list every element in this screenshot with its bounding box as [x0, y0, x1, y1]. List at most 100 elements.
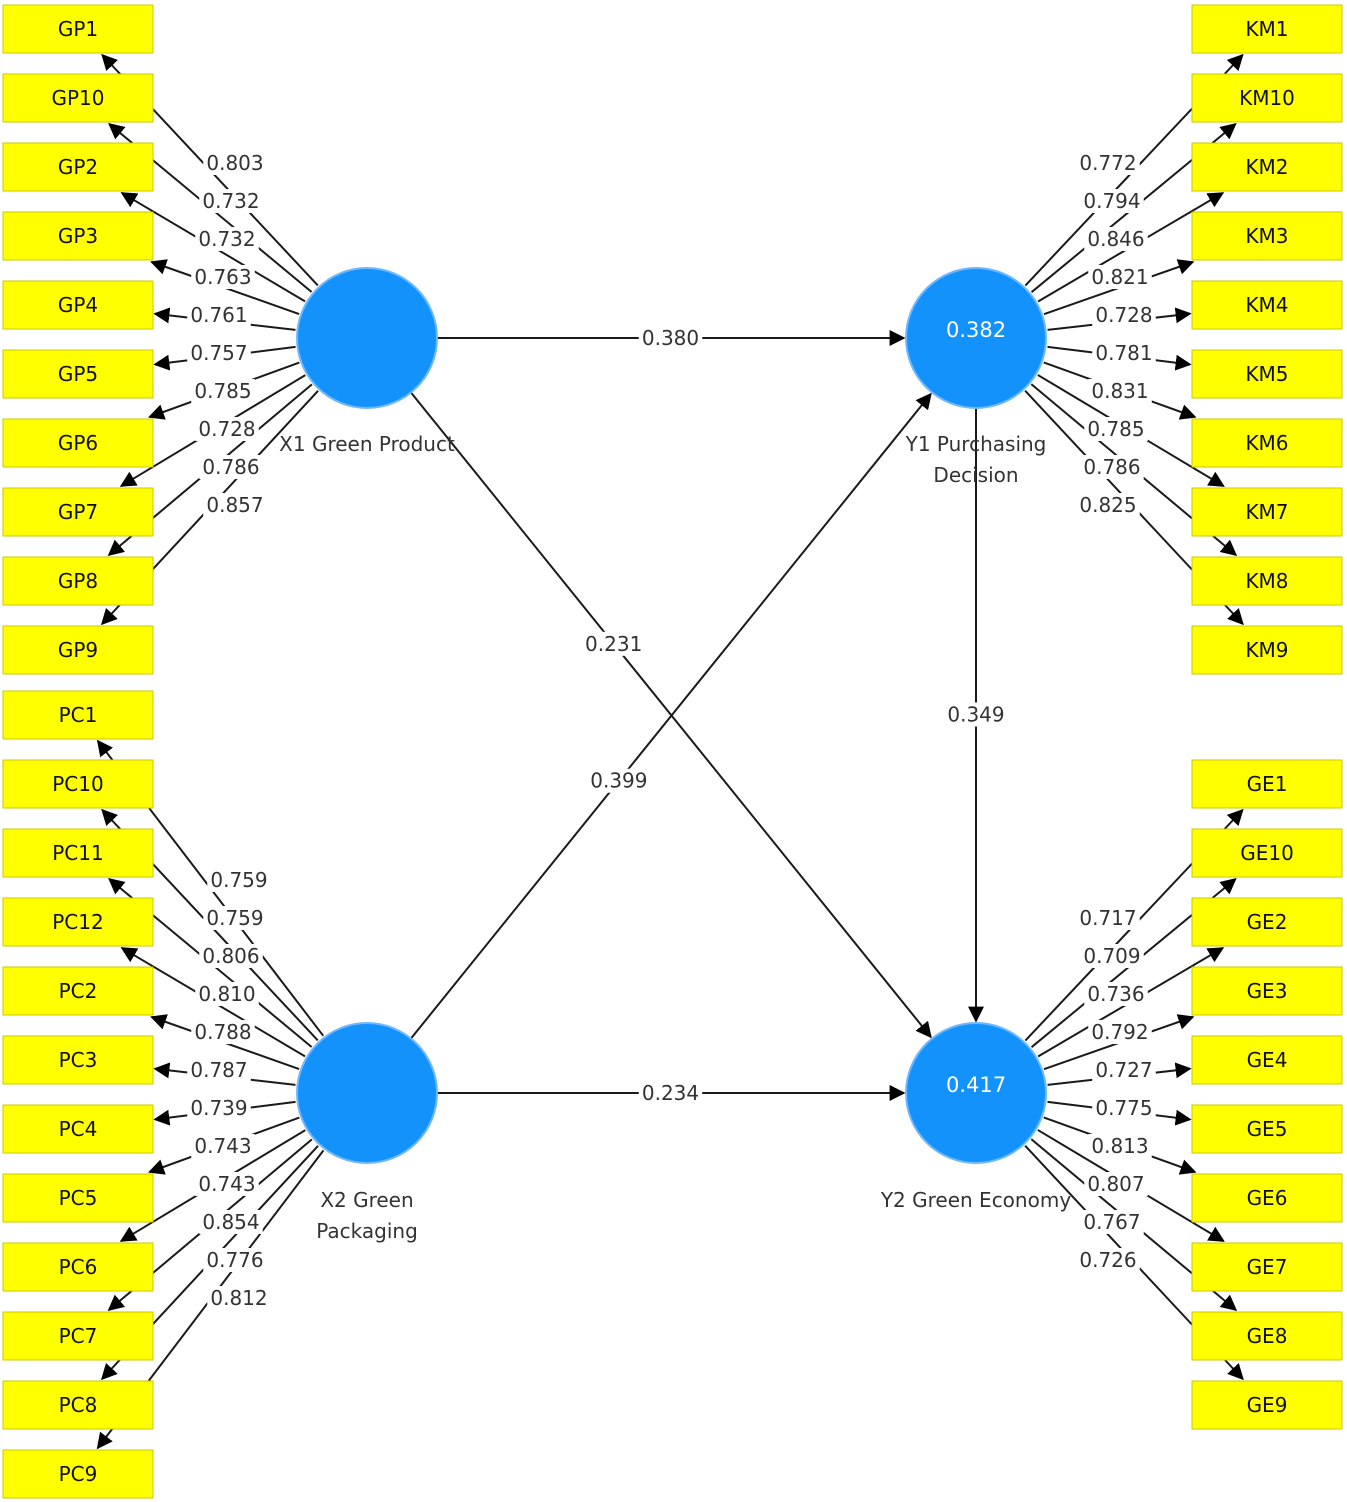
path-coefficient-x1-y1-bg [638, 326, 703, 350]
indicator-ge1[interactable]: GE1 [1191, 759, 1343, 809]
indicator-box[interactable] [2, 1242, 154, 1292]
indicator-box[interactable] [2, 1035, 154, 1085]
construct-circle[interactable] [296, 267, 438, 409]
indicator-gp4[interactable]: GP4 [2, 280, 154, 330]
indicator-gp6[interactable]: GP6 [2, 418, 154, 468]
indicator-label: GE2 [1247, 910, 1288, 934]
indicator-box[interactable] [2, 556, 154, 606]
indicator-ge3[interactable]: GE3 [1191, 966, 1343, 1016]
indicator-box[interactable] [2, 487, 154, 537]
indicator-gp8[interactable]: GP8 [2, 556, 154, 606]
indicator-pc10[interactable]: PC10 [2, 759, 154, 809]
indicator-box[interactable] [1191, 1104, 1343, 1154]
indicator-box[interactable] [1191, 1035, 1343, 1085]
indicator-box[interactable] [1191, 625, 1343, 675]
indicator-pc11[interactable]: PC11 [2, 828, 154, 878]
indicator-gp1[interactable]: GP1 [2, 4, 154, 54]
indicator-ge9[interactable]: GE9 [1191, 1380, 1343, 1430]
indicator-pc12[interactable]: PC12 [2, 897, 154, 947]
indicator-pc2[interactable]: PC2 [2, 966, 154, 1016]
indicator-ge2[interactable]: GE2 [1191, 897, 1343, 947]
construct-x1[interactable]: X1 Green Product [279, 267, 455, 456]
loading-value-ge2-bg [1084, 982, 1148, 1006]
indicator-box[interactable] [1191, 828, 1343, 878]
indicator-km5[interactable]: KM5 [1191, 349, 1343, 399]
indicator-gp9[interactable]: GP9 [2, 625, 154, 675]
indicator-box[interactable] [2, 73, 154, 123]
indicator-pc3[interactable]: PC3 [2, 1035, 154, 1085]
indicator-ge4[interactable]: GE4 [1191, 1035, 1343, 1085]
indicator-box[interactable] [1191, 966, 1343, 1016]
indicator-gp5[interactable]: GP5 [2, 349, 154, 399]
indicator-gp2[interactable]: GP2 [2, 142, 154, 192]
indicator-box[interactable] [2, 1380, 154, 1430]
indicator-box[interactable] [1191, 759, 1343, 809]
indicator-km8[interactable]: KM8 [1191, 556, 1343, 606]
indicator-box[interactable] [2, 897, 154, 947]
indicator-km10[interactable]: KM10 [1191, 73, 1343, 123]
indicator-box[interactable] [1191, 142, 1343, 192]
construct-circle[interactable] [905, 1022, 1047, 1164]
indicator-km2[interactable]: KM2 [1191, 142, 1343, 192]
indicator-box[interactable] [2, 418, 154, 468]
indicator-box[interactable] [2, 690, 154, 740]
indicator-box[interactable] [2, 1104, 154, 1154]
loading-value-km7-bg [1084, 417, 1148, 441]
indicator-box[interactable] [2, 759, 154, 809]
indicator-box[interactable] [2, 4, 154, 54]
indicator-box[interactable] [1191, 897, 1343, 947]
indicator-box[interactable] [2, 349, 154, 399]
indicator-box[interactable] [2, 1449, 154, 1499]
indicator-box[interactable] [1191, 556, 1343, 606]
indicator-box[interactable] [2, 828, 154, 878]
indicator-ge6[interactable]: GE6 [1191, 1173, 1343, 1223]
indicator-ge8[interactable]: GE8 [1191, 1311, 1343, 1361]
indicator-box[interactable] [2, 280, 154, 330]
indicator-gp7[interactable]: GP7 [2, 487, 154, 537]
indicator-km7[interactable]: KM7 [1191, 487, 1343, 537]
indicator-km1[interactable]: KM1 [1191, 4, 1343, 54]
indicator-pc9[interactable]: PC9 [2, 1449, 154, 1499]
construct-circle[interactable] [296, 1022, 438, 1164]
indicator-box[interactable] [1191, 1242, 1343, 1292]
indicator-box[interactable] [1191, 349, 1343, 399]
indicator-ge7[interactable]: GE7 [1191, 1242, 1343, 1292]
indicator-gp3[interactable]: GP3 [2, 211, 154, 261]
indicator-km3[interactable]: KM3 [1191, 211, 1343, 261]
indicator-km4[interactable]: KM4 [1191, 280, 1343, 330]
loading-value-km9-bg [1076, 493, 1140, 517]
indicator-km9[interactable]: KM9 [1191, 625, 1343, 675]
indicator-label: KM7 [1245, 500, 1288, 524]
indicator-pc8[interactable]: PC8 [2, 1380, 154, 1430]
indicator-box[interactable] [1191, 1173, 1343, 1223]
indicator-box[interactable] [1191, 280, 1343, 330]
indicator-pc7[interactable]: PC7 [2, 1311, 154, 1361]
construct-circle[interactable] [905, 267, 1047, 409]
indicator-km6[interactable]: KM6 [1191, 418, 1343, 468]
indicator-box[interactable] [1191, 418, 1343, 468]
indicator-pc6[interactable]: PC6 [2, 1242, 154, 1292]
indicator-box[interactable] [1191, 73, 1343, 123]
loading-value-km8: 0.786 [1083, 455, 1140, 479]
indicator-pc4[interactable]: PC4 [2, 1104, 154, 1154]
indicator-gp10[interactable]: GP10 [2, 73, 154, 123]
indicator-box[interactable] [1191, 211, 1343, 261]
indicator-box[interactable] [2, 625, 154, 675]
indicator-box[interactable] [2, 1311, 154, 1361]
indicator-ge10[interactable]: GE10 [1191, 828, 1343, 878]
indicator-pc1[interactable]: PC1 [2, 690, 154, 740]
indicator-box[interactable] [2, 966, 154, 1016]
indicator-box[interactable] [2, 211, 154, 261]
indicator-box[interactable] [1191, 1380, 1343, 1430]
indicator-box[interactable] [2, 1173, 154, 1223]
indicator-pc5[interactable]: PC5 [2, 1173, 154, 1223]
loading-value-pc7-bg [199, 1210, 263, 1234]
indicator-ge5[interactable]: GE5 [1191, 1104, 1343, 1154]
indicator-box[interactable] [1191, 4, 1343, 54]
indicator-box[interactable] [1191, 1311, 1343, 1361]
indicator-box[interactable] [1191, 487, 1343, 537]
indicator-box[interactable] [2, 142, 154, 192]
